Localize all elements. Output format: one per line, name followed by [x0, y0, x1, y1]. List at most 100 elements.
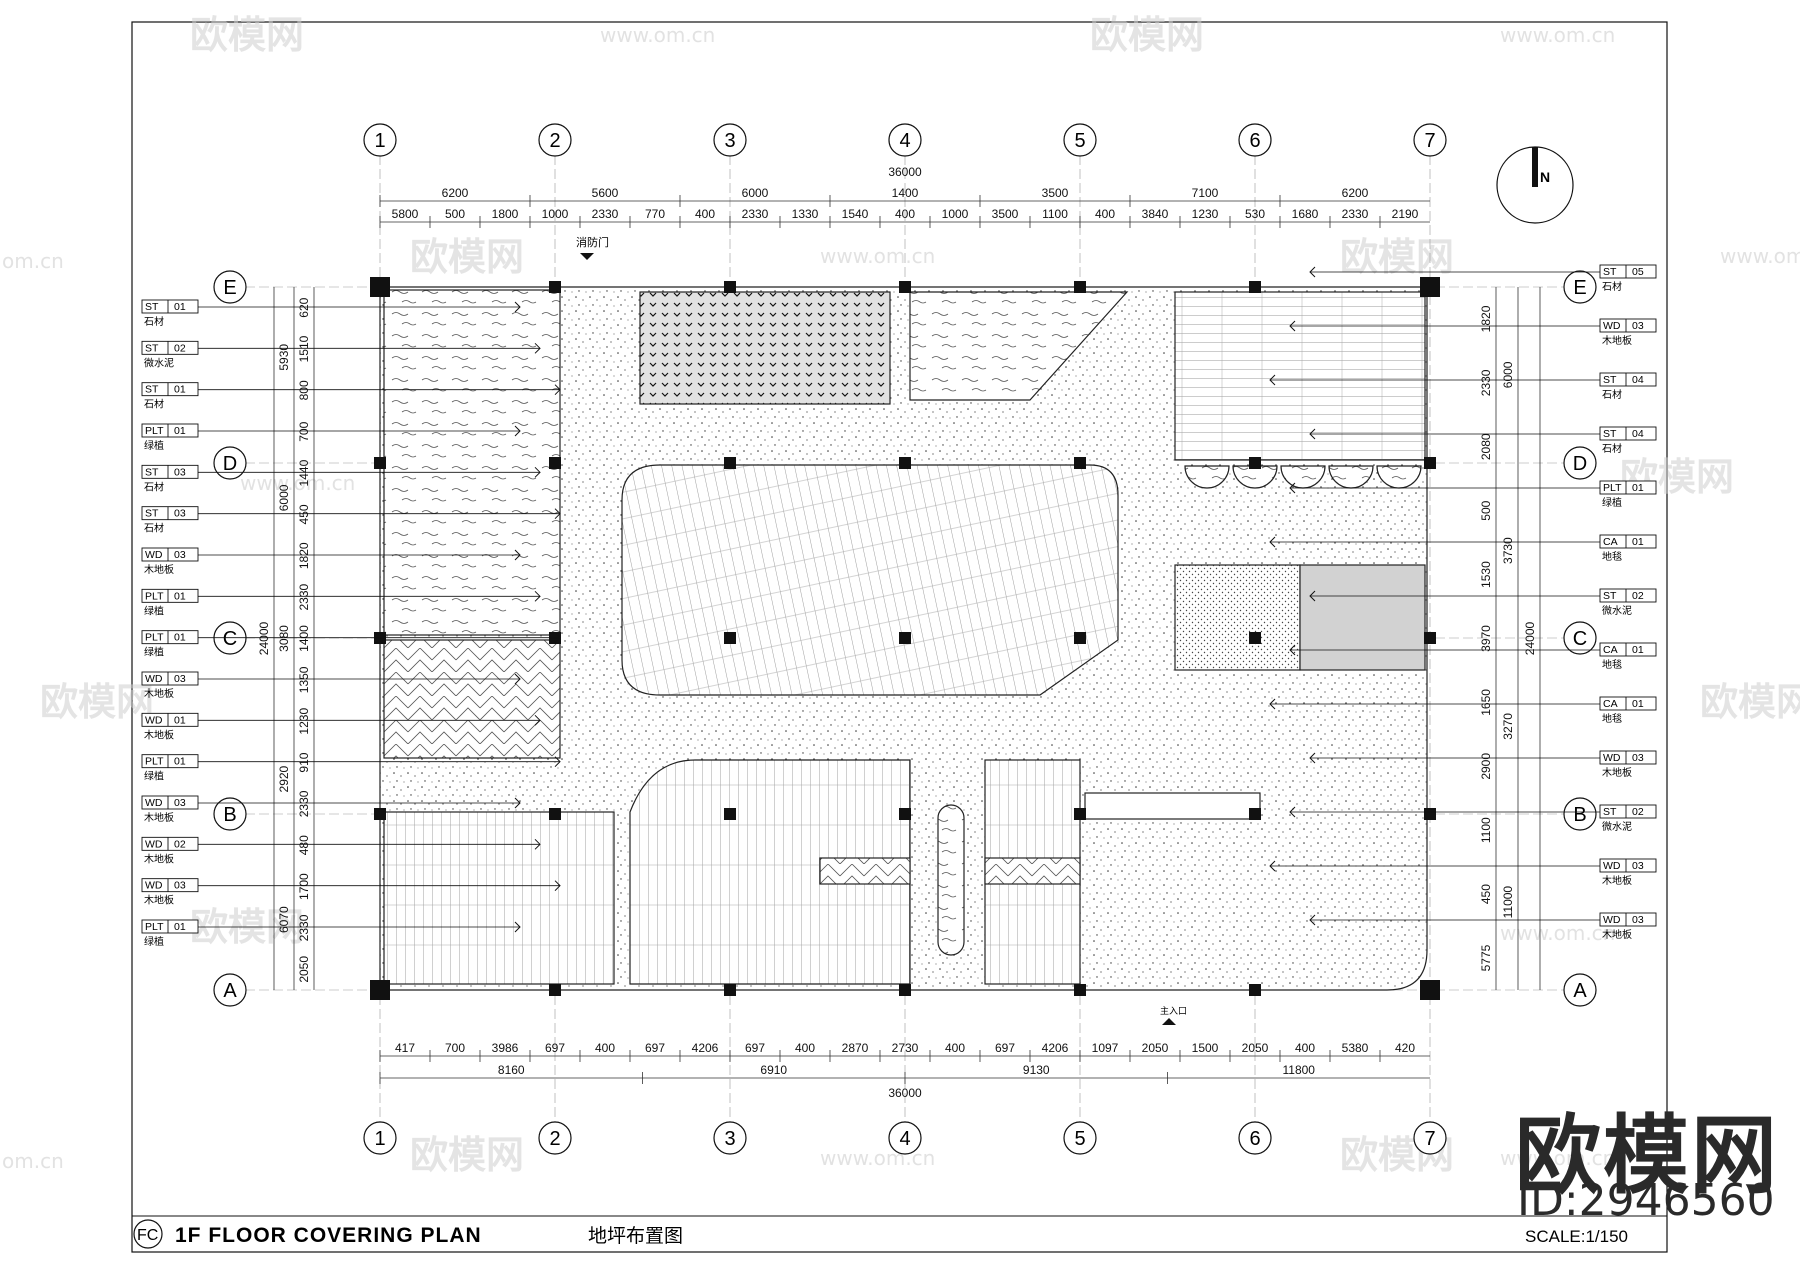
column-marker — [549, 808, 561, 820]
material-num: 01 — [174, 301, 186, 313]
wood-floor-right-top — [1174, 291, 1426, 461]
material-num: 03 — [174, 880, 186, 892]
column-marker — [1249, 808, 1261, 820]
title-cn: 地坪布置图 — [588, 1225, 683, 1247]
dim-top-row2-value: 400 — [895, 207, 915, 221]
dim-top-row2-value: 1330 — [792, 207, 819, 221]
dim-top-row2-value: 1100 — [1042, 207, 1068, 221]
material-num: 03 — [1632, 860, 1644, 872]
material-code: WD — [1603, 860, 1621, 872]
dim-left-inner-value: 1230 — [297, 708, 311, 735]
column-marker — [1249, 281, 1261, 293]
material-num: 01 — [174, 384, 186, 396]
material-label: 木地板 — [144, 563, 174, 576]
material-code: ST — [1603, 806, 1617, 818]
title-block: FC 1F FLOOR COVERING PLAN 地坪布置图 SCALE:1/… — [132, 1215, 1667, 1249]
leader-arrow-icon — [1309, 914, 1316, 926]
dim-top-row2-value: 2330 — [592, 207, 619, 221]
dim-top-row2-value: 2330 — [1342, 207, 1369, 221]
material-code: ST — [1603, 374, 1617, 386]
material-label: 绿植 — [144, 770, 164, 783]
dim-left-inner-value: 910 — [297, 752, 311, 772]
axis-bubble — [1563, 446, 1597, 480]
watermark-brand: 欧模网 — [410, 1133, 524, 1177]
material-tag-box — [141, 464, 199, 479]
axis-bubble — [213, 797, 247, 831]
title-en: 1F FLOOR COVERING PLAN — [175, 1224, 482, 1247]
dim-left-inner-value: 2330 — [297, 914, 311, 941]
axis-label: A — [223, 980, 237, 1002]
material-label: 绿植 — [144, 646, 164, 659]
leader-arrow-icon — [554, 756, 561, 768]
dim-right-inner-value: 1650 — [1479, 689, 1493, 716]
column-marker — [1424, 808, 1436, 820]
material-tag-box — [1599, 912, 1657, 927]
material-num: 03 — [1632, 320, 1644, 332]
material-tag-box — [141, 712, 199, 727]
material-code: PLT — [1603, 482, 1622, 494]
material-num: 01 — [1632, 698, 1644, 710]
herringbone-wood-zone — [383, 639, 561, 759]
leader-arrow-icon — [1309, 428, 1316, 440]
material-code: WD — [145, 714, 163, 726]
watermark-site: www.om.cn — [1500, 1146, 1615, 1170]
dim-bottom-row1-value: 4206 — [692, 1041, 719, 1055]
dim-top-row2-value: 500 — [445, 207, 465, 221]
column-marker — [549, 984, 561, 996]
material-tag-box — [141, 630, 199, 645]
axis-bubble — [363, 123, 397, 157]
dim-top-row2-value: 2190 — [1392, 207, 1419, 221]
dim-right-inner-value: 500 — [1479, 500, 1493, 520]
material-code: ST — [145, 466, 159, 478]
dim-right-inner-value: 1100 — [1479, 817, 1493, 843]
watermark-site: www.om.cn — [600, 23, 715, 47]
dim-bottom-row2-value: 6910 — [760, 1063, 787, 1077]
axis-label: C — [223, 628, 237, 650]
axis-bubble — [1063, 123, 1097, 157]
leader-arrow-icon — [514, 921, 521, 933]
axis-label: B — [223, 804, 236, 826]
dim-bottom-row2-value: 11800 — [1283, 1063, 1316, 1077]
axis-bubble — [888, 123, 922, 157]
dim-top-row2-value: 1680 — [1292, 207, 1319, 221]
dim-left-inner-value: 450 — [297, 504, 311, 524]
column-marker — [1074, 281, 1086, 293]
dim-right-mid-value: 3270 — [1501, 713, 1515, 740]
material-label: 石材 — [1602, 388, 1622, 401]
leader-arrow-icon — [1309, 266, 1316, 278]
material-label: 绿植 — [144, 439, 164, 452]
central-wood-island — [621, 464, 1119, 696]
leader-arrow-icon — [554, 384, 561, 396]
material-num: 01 — [174, 590, 186, 602]
material-tag-box — [141, 382, 199, 397]
dim-bottom-row1-value: 400 — [1295, 1041, 1315, 1055]
column-marker — [1074, 457, 1086, 469]
dim-top-row2-value: 530 — [1245, 207, 1265, 221]
axis-label: C — [1573, 628, 1587, 650]
material-code: WD — [1603, 320, 1621, 332]
dim-top-row2-value: 2330 — [742, 207, 769, 221]
watermark-brand: 欧模网 — [190, 13, 304, 57]
dim-top-row2-value: 1540 — [842, 207, 869, 221]
dim-top-row2-value: 5800 — [392, 207, 419, 221]
material-tag-box — [1599, 696, 1657, 711]
leader-arrow-icon — [514, 425, 521, 437]
column-marker — [899, 808, 911, 820]
carpet-zone-grey — [1299, 564, 1426, 671]
axis-label: E — [1573, 277, 1586, 299]
dim-top-total: 36000 — [888, 165, 922, 179]
material-label: 石材 — [144, 480, 164, 493]
